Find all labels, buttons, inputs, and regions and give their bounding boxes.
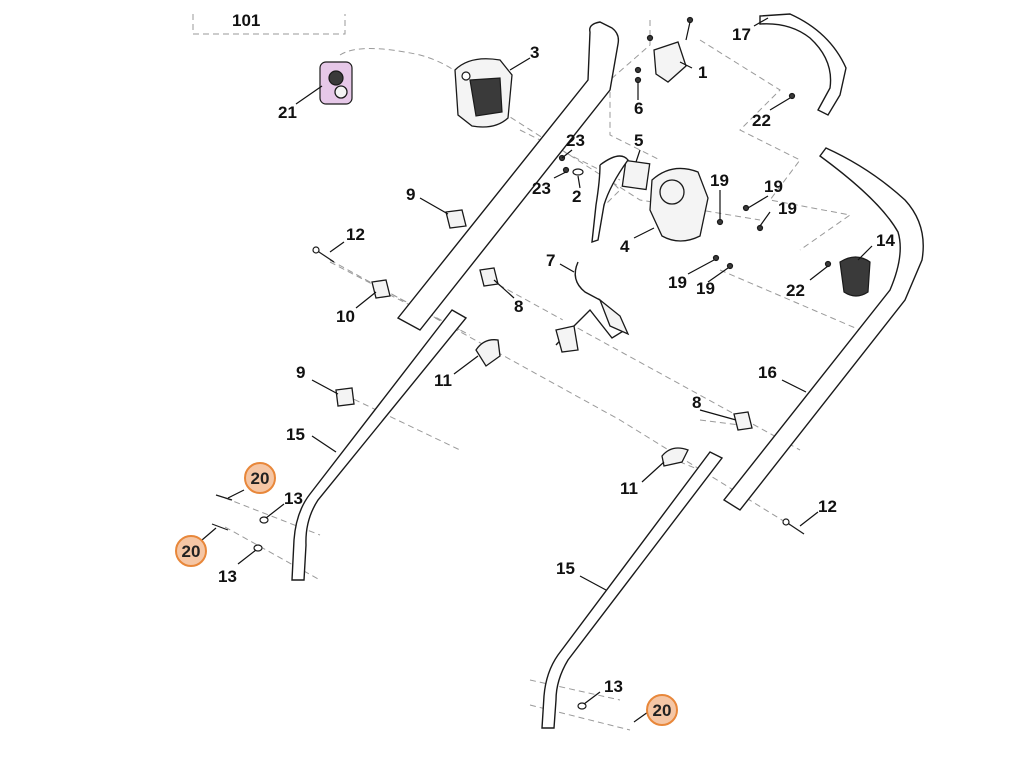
- callout-9-upper[interactable]: 9: [406, 185, 415, 204]
- wing-nut-11-upper: [475, 339, 501, 367]
- callout-labels: 101 3 1 17 6 21 22 23 5 23 2 19 19 19 9 …: [218, 11, 895, 696]
- callout-12-lower[interactable]: 12: [818, 497, 837, 516]
- wing-nut-11-lower: [661, 447, 689, 467]
- callout-16[interactable]: 16: [758, 363, 777, 382]
- callout-1[interactable]: 1: [698, 63, 707, 82]
- callout-19-c[interactable]: 19: [778, 199, 797, 218]
- callout-15-lower[interactable]: 15: [556, 559, 575, 578]
- module-5: [621, 159, 651, 191]
- callout-12-upper[interactable]: 12: [346, 225, 365, 244]
- callout-19-a[interactable]: 19: [710, 171, 729, 190]
- callout-14[interactable]: 14: [876, 231, 895, 250]
- callout-5[interactable]: 5: [634, 131, 643, 150]
- callout-101[interactable]: 101: [232, 11, 260, 30]
- callout-22-lower[interactable]: 22: [786, 281, 805, 300]
- lower-right-handle-tube: [541, 451, 724, 729]
- callout-8-upper[interactable]: 8: [514, 297, 523, 316]
- clamp-9-lower: [335, 387, 355, 407]
- clamp-9-upper: [445, 209, 467, 229]
- upper-handle-bar-17: [759, 13, 847, 116]
- lever-1: [653, 41, 687, 83]
- callout-19-b[interactable]: 19: [764, 177, 783, 196]
- knob-14: [839, 256, 871, 297]
- wire-harness-upper: [591, 155, 629, 244]
- callout-20-c-label: 20: [653, 701, 672, 720]
- callout-20-b[interactable]: 20: [175, 535, 207, 567]
- callout-13-b[interactable]: 13: [218, 567, 237, 586]
- callout-8-lower[interactable]: 8: [692, 393, 701, 412]
- callout-17[interactable]: 17: [732, 25, 751, 44]
- callout-21[interactable]: 21: [278, 103, 297, 122]
- callout-13-a[interactable]: 13: [284, 489, 303, 508]
- callout-20-b-label: 20: [182, 542, 201, 561]
- cap-21: [319, 61, 353, 105]
- callout-6[interactable]: 6: [634, 99, 643, 118]
- callout-20-a-label: 20: [251, 469, 270, 488]
- clamp-8-upper: [479, 267, 499, 287]
- callout-15-upper[interactable]: 15: [286, 425, 305, 444]
- upper-right-handle-tube: [722, 147, 924, 511]
- callout-23-upper[interactable]: 23: [566, 131, 585, 150]
- callout-3[interactable]: 3: [530, 43, 539, 62]
- callout-4[interactable]: 4: [620, 237, 630, 256]
- callout-19-e[interactable]: 19: [696, 279, 715, 298]
- callout-23-lower[interactable]: 23: [532, 179, 551, 198]
- control-box-3: [454, 58, 513, 128]
- callout-10[interactable]: 10: [336, 307, 355, 326]
- callout-9-lower[interactable]: 9: [296, 363, 305, 382]
- callout-22-upper[interactable]: 22: [752, 111, 771, 130]
- lower-left-handle-tube: [291, 309, 468, 581]
- callout-20-c[interactable]: 20: [646, 694, 678, 726]
- clamp-10: [371, 279, 391, 299]
- callout-2[interactable]: 2: [572, 187, 581, 206]
- callout-11-lower[interactable]: 11: [620, 479, 638, 498]
- switch-4: [649, 167, 709, 242]
- clamp-8-lower: [733, 411, 753, 431]
- bolts-and-screws: [211, 16, 832, 710]
- callout-19-d[interactable]: 19: [668, 273, 687, 292]
- callout-11-upper[interactable]: 11: [434, 371, 452, 390]
- leader-lines: [201, 17, 873, 723]
- upper-left-handle-tube: [396, 21, 620, 331]
- callout-20-a[interactable]: 20: [244, 462, 276, 494]
- callout-13-c[interactable]: 13: [604, 677, 623, 696]
- callout-7[interactable]: 7: [546, 251, 555, 270]
- cable-7: [555, 261, 630, 353]
